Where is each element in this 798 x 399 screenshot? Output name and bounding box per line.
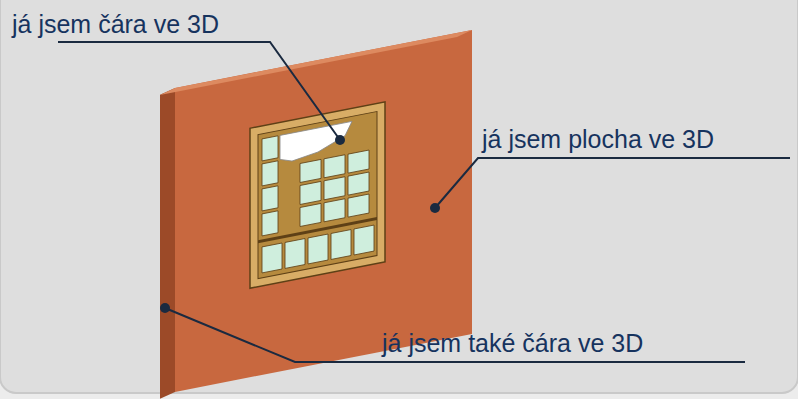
window-pane bbox=[300, 181, 321, 204]
leader-line bbox=[165, 308, 745, 362]
curtain bbox=[280, 121, 352, 163]
window-pane bbox=[348, 150, 369, 173]
leader-dot bbox=[335, 135, 345, 145]
window-panes bbox=[262, 117, 374, 273]
callout-label: já jsem plocha ve 3D bbox=[482, 126, 714, 154]
window-pane bbox=[262, 161, 278, 186]
callout-label: já jsem čára ve 3D bbox=[12, 11, 219, 39]
window-pane bbox=[262, 211, 278, 236]
window-pane bbox=[262, 136, 278, 161]
leader-dot bbox=[160, 303, 170, 313]
window-pane bbox=[348, 172, 369, 195]
window-pane bbox=[300, 159, 321, 182]
window-pane bbox=[262, 186, 278, 211]
window-frame bbox=[250, 102, 385, 288]
window-pane bbox=[324, 177, 345, 200]
wall-top bbox=[160, 30, 472, 95]
window-pane bbox=[262, 243, 282, 273]
window-pane bbox=[324, 155, 345, 178]
window-pane bbox=[300, 203, 321, 226]
wall-side bbox=[160, 88, 175, 399]
window-pane bbox=[308, 234, 328, 264]
window-sash bbox=[258, 111, 377, 278]
callout-label: já jsem také čára ve 3D bbox=[382, 330, 643, 358]
window-pane bbox=[348, 194, 369, 217]
window-pane bbox=[324, 199, 345, 222]
leader-line bbox=[58, 42, 340, 140]
leader-dot bbox=[430, 203, 440, 213]
leader-line bbox=[435, 158, 790, 208]
window-pane bbox=[354, 225, 374, 255]
window-pane bbox=[285, 239, 305, 269]
window-pane bbox=[331, 230, 351, 260]
